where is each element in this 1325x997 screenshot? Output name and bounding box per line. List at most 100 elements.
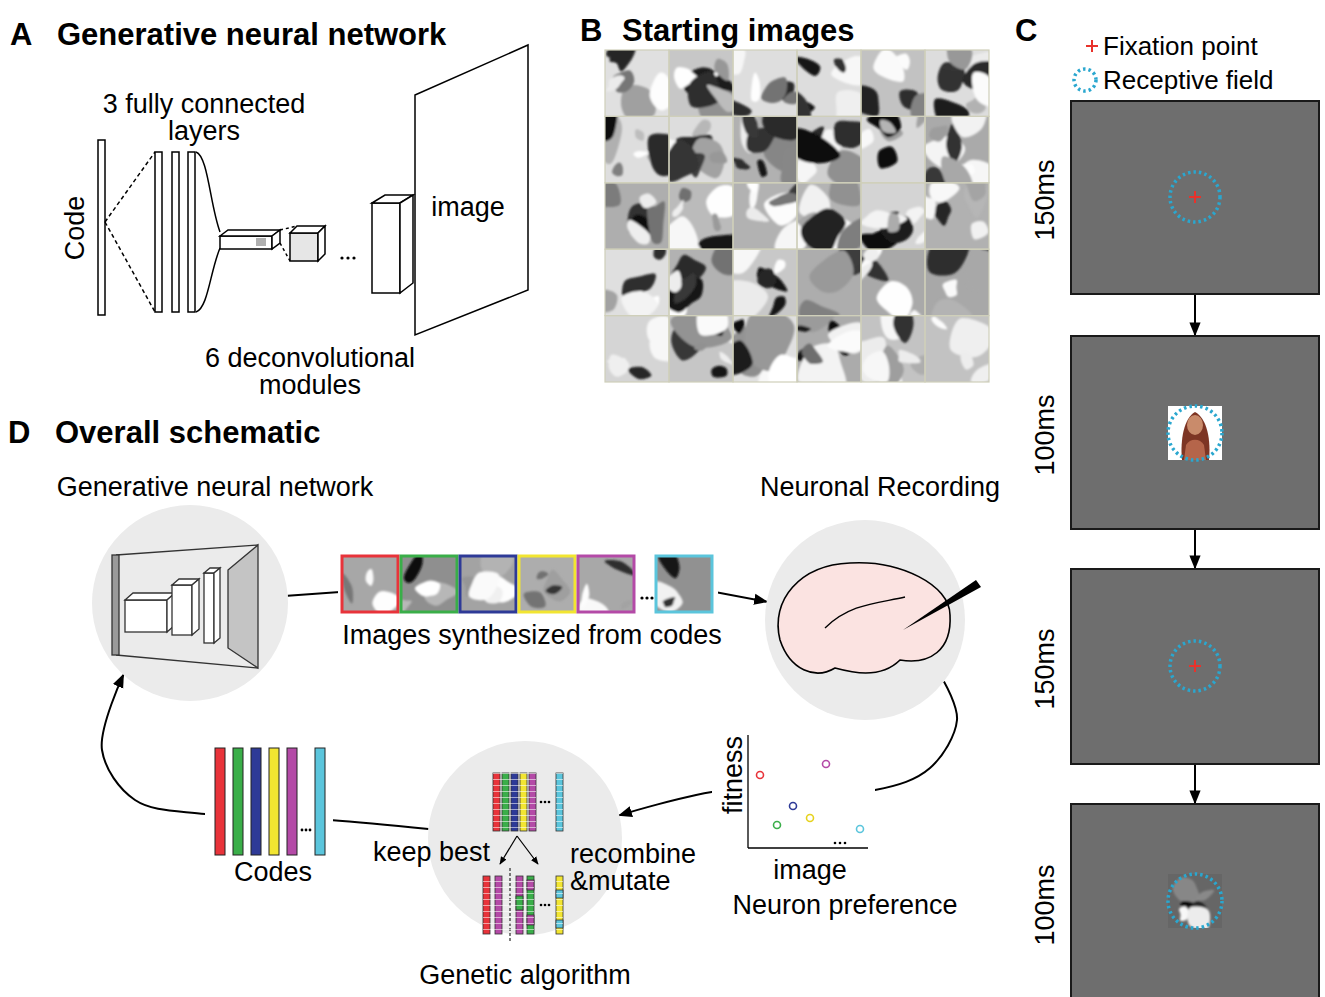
- image-border: [669, 116, 733, 182]
- starting-image: [934, 50, 989, 116]
- starting-image: [746, 183, 797, 249]
- layer-label: 3 fully connected layers: [74, 91, 334, 145]
- starting-image: [609, 354, 630, 376]
- generator-icon: [112, 555, 119, 655]
- starting-image: [880, 120, 896, 134]
- starting-image: [679, 188, 691, 202]
- code-vectors: [309, 829, 312, 832]
- flow-arrow: [1194, 530, 1196, 568]
- starting-image: [764, 193, 797, 226]
- generator-network-drawing: [220, 230, 280, 236]
- starting-image: [733, 50, 797, 116]
- starting-image: [861, 231, 907, 249]
- starting-image: [669, 249, 733, 315]
- starting-image: [627, 203, 648, 234]
- starting-image: [799, 300, 840, 316]
- image-border: [578, 556, 634, 612]
- synthesized-image: [543, 570, 570, 602]
- starting-image: [669, 50, 733, 116]
- starting-image: [925, 183, 989, 249]
- starting-image: [906, 207, 925, 224]
- synthesized-image: [415, 581, 440, 597]
- starting-image: [972, 72, 989, 107]
- starting-image: [878, 146, 898, 168]
- starting-image: [674, 67, 703, 89]
- codes-label: Codes: [234, 859, 312, 886]
- starting-image: [861, 116, 925, 182]
- starting-image: [925, 116, 989, 182]
- starting-image-grid: [588, 34, 1016, 411]
- starting-image: [669, 316, 733, 382]
- starting-image: [861, 249, 925, 315]
- starting-image: [606, 75, 624, 91]
- starting-image: [758, 357, 797, 382]
- starting-image: [711, 249, 733, 275]
- starting-image: [797, 50, 861, 116]
- starting-image: [816, 129, 842, 158]
- starting-image: [605, 50, 669, 116]
- starting-image: [861, 258, 872, 289]
- starting-image: [797, 183, 861, 249]
- image-border: [861, 116, 925, 182]
- code-vectors: [315, 748, 325, 855]
- starting-image: [696, 234, 733, 249]
- starting-image: [931, 316, 989, 382]
- code-vectors: [269, 748, 279, 855]
- starting-image: [711, 366, 727, 378]
- starting-image: [925, 194, 936, 219]
- image-border: [401, 556, 457, 612]
- starting-image: [797, 316, 861, 382]
- starting-image: [797, 50, 861, 116]
- trial-screen-contents: [1182, 412, 1210, 460]
- generator-network-drawing: [400, 195, 413, 293]
- starting-image: [961, 351, 974, 370]
- generator-network-drawing: [98, 45, 528, 335]
- stimulus-image: [1196, 890, 1215, 901]
- starting-image: [797, 316, 861, 382]
- starting-image: [951, 116, 987, 137]
- generator-network-drawing: [220, 236, 272, 249]
- image-border: [669, 183, 733, 249]
- stimulus-image: [1173, 877, 1200, 904]
- starting-image: [925, 50, 989, 116]
- image-border: [797, 183, 861, 249]
- trial-screen-contents: [1168, 406, 1222, 460]
- generator-network-drawing: [196, 248, 220, 312]
- generator-network-drawing: [272, 230, 280, 249]
- genetic-code-drawing: [529, 773, 536, 831]
- starting-image: [647, 146, 669, 173]
- starting-image: [670, 236, 694, 249]
- synthesized-image: [656, 556, 683, 612]
- stimulus-image: [1187, 907, 1210, 928]
- genetic-code-drawing: [516, 896, 523, 910]
- synthesized-image: [462, 556, 516, 604]
- starting-image: [733, 95, 752, 116]
- starting-image: [925, 136, 965, 168]
- image-border: [797, 50, 861, 116]
- starting-image: [910, 93, 925, 116]
- synthesized-image: [401, 556, 457, 612]
- starting-image: [648, 134, 669, 177]
- starting-image: [797, 121, 861, 183]
- starting-image: [799, 185, 830, 220]
- step-label: recombine &mutate: [570, 841, 720, 895]
- starting-image: [861, 183, 925, 249]
- stimulus-image: [1181, 901, 1194, 913]
- synthesized-image: [656, 556, 712, 612]
- genetic-code-drawing: [544, 904, 547, 907]
- synthesized-image: [658, 556, 680, 578]
- screen-frame: 150ms: [1070, 100, 1320, 295]
- starting-image: [733, 316, 797, 382]
- starting-image: [932, 200, 951, 225]
- starting-image: [605, 116, 669, 176]
- starting-image: [861, 86, 879, 117]
- starting-image: [672, 200, 683, 217]
- starting-image: [733, 116, 797, 182]
- image-border: [733, 316, 797, 382]
- starting-image: [774, 81, 794, 100]
- starting-image: [797, 158, 817, 182]
- synthesized-image: [460, 556, 516, 612]
- image-strip: [338, 552, 718, 616]
- starting-image: [836, 90, 861, 116]
- starting-image: [670, 255, 706, 280]
